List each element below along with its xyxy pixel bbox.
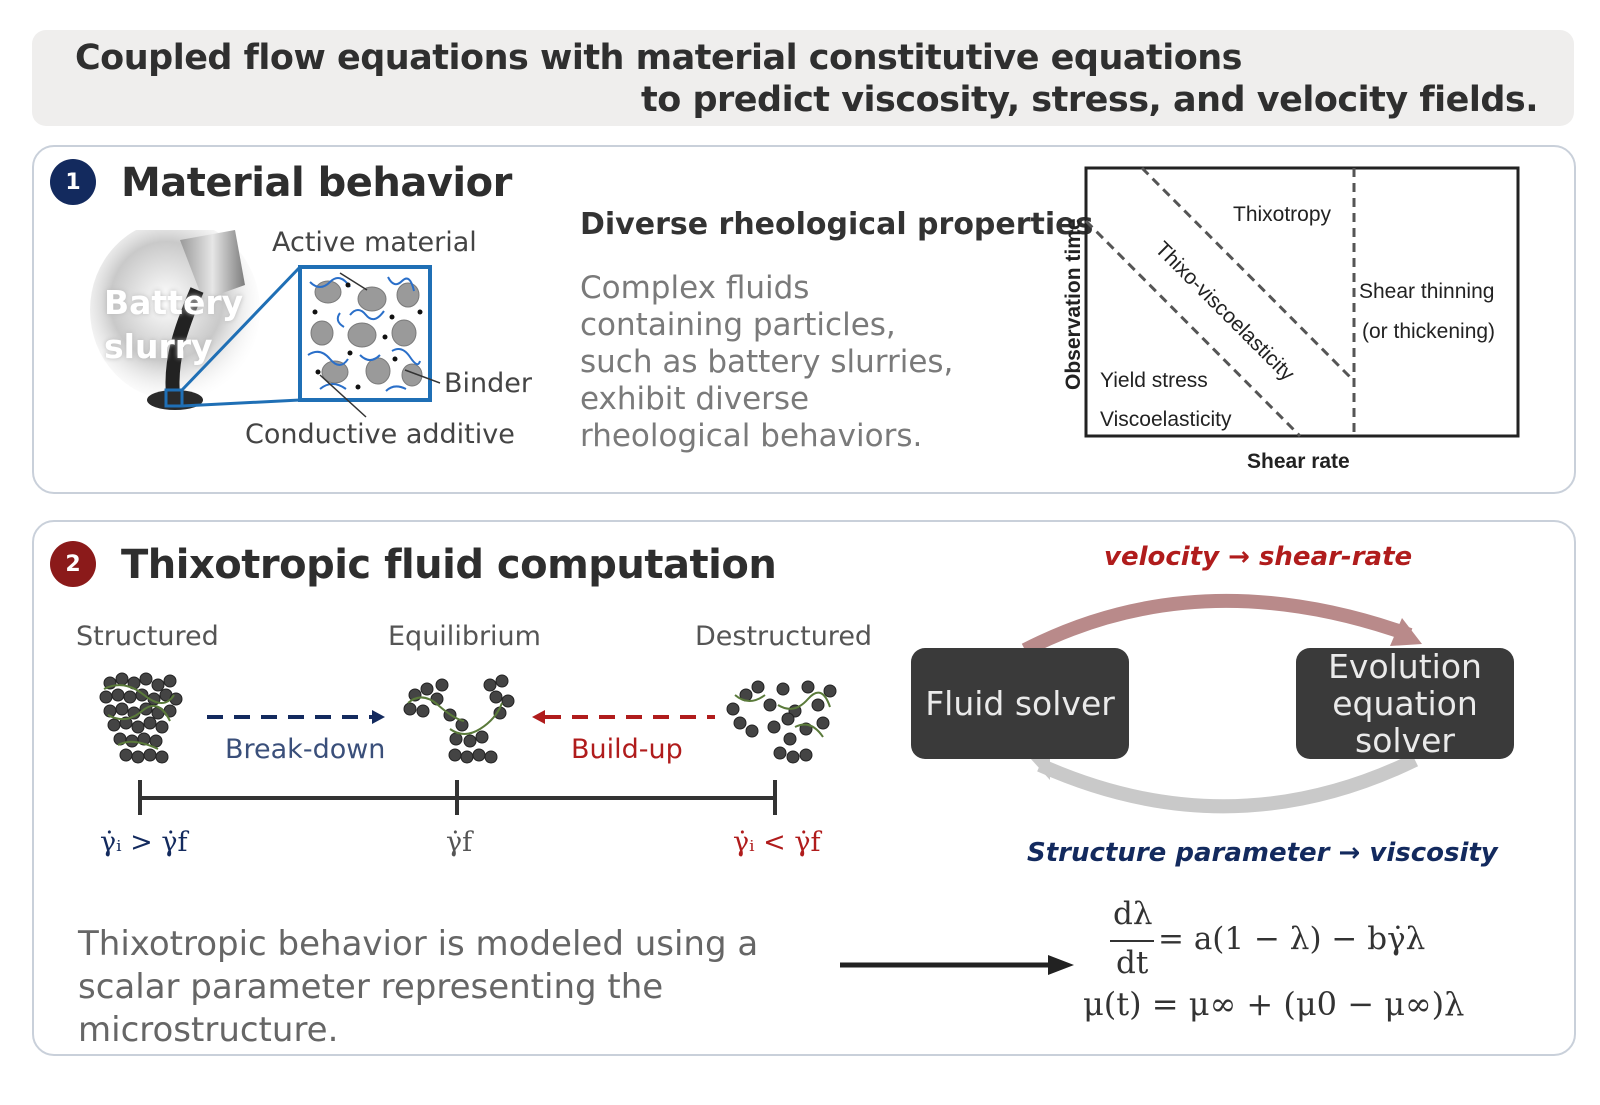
slurry-illustration [90, 230, 441, 418]
loop-bottom-arrow [1037, 753, 1419, 814]
fluid-solver-box: Fluid solver [911, 648, 1129, 759]
y-axis-label: Observation time [1062, 218, 1085, 390]
condition-right: γ̇ᵢ < γ̇f [733, 827, 821, 858]
zoom-source-box [164, 388, 184, 408]
evolution-equation-rhs: = a(1 − λ) − bγ̇λ [1158, 921, 1426, 957]
header-banner [32, 30, 1574, 126]
condition-middle: γ̇f [446, 827, 473, 858]
viscosity-equation: μ(t) = μ∞ + (μ0 − μ∞)λ [1083, 985, 1465, 1023]
rheology-regime-chart: Thixo-viscoelasticity [1084, 166, 1520, 438]
banner-line-1: Coupled flow equations with material con… [75, 38, 1243, 78]
binder-label: Binder [444, 368, 532, 399]
thixotropy-description: Thixotropic behavior is modeled using a … [78, 924, 759, 1050]
build-up-arrowhead [532, 710, 545, 724]
section-1-title: Material behavior [121, 160, 512, 206]
destructured-label: Destructured [695, 621, 873, 652]
loop-bottom-label: Structure parameter → viscosity [1027, 838, 1498, 868]
zoom-line-top [180, 265, 302, 392]
equilibrium-label: Equilibrium [388, 621, 541, 652]
section-2-title: Thixotropic fluid computation [121, 542, 777, 588]
break-down-arrowhead [372, 710, 385, 724]
condition-left: γ̇ᵢ > γ̇f [100, 827, 188, 858]
microstructure-inset [298, 265, 432, 402]
loop-top-arrow [1021, 593, 1413, 657]
diagonal-upper [1140, 166, 1356, 383]
thixotropy-label: Thixotropy [1233, 203, 1332, 226]
rheology-subheading: Diverse rheological properties [580, 207, 1094, 242]
conductive-additive-label: Conductive additive [245, 419, 515, 450]
x-axis-label: Shear rate [1247, 450, 1350, 473]
or-thickening-label: (or thickening) [1362, 320, 1496, 343]
active-material-pointer [339, 272, 368, 291]
derivative-denominator: dt [1116, 945, 1149, 981]
fraction-bar [1110, 940, 1154, 942]
banner-line-2: to predict viscosity, stress, and veloci… [641, 80, 1539, 120]
diagonal-lower [1084, 219, 1302, 438]
break-down-label: Break-down [225, 734, 386, 765]
thixo-viscoelasticity-label: Thixo-viscoelasticity [1150, 237, 1299, 386]
destructured-cluster [726, 680, 837, 764]
description-arrow [840, 955, 1074, 975]
active-material-label: Active material [272, 227, 477, 258]
section-1-badge: 1 [50, 159, 96, 205]
section-2-badge: 2 [50, 541, 96, 587]
yield-stress-label: Yield stress [1100, 369, 1208, 392]
zoom-line-bottom [181, 398, 301, 408]
rheology-description: Complex fluids containing particles, suc… [580, 270, 954, 454]
build-up-label: Build-up [571, 734, 683, 765]
shear-thinning-label: Shear thinning [1359, 280, 1495, 303]
loop-top-arrowhead [1390, 618, 1422, 646]
structured-label: Structured [76, 621, 219, 652]
additive-pointer [319, 374, 367, 418]
derivative-numerator: dλ [1113, 896, 1153, 932]
chart-frame [1084, 166, 1520, 438]
pour-stream [165, 287, 204, 396]
loop-top-label: velocity → shear-rate [1104, 542, 1413, 572]
equilibrium-cluster [403, 674, 515, 764]
viscoelasticity-label: Viscoelasticity [1100, 408, 1232, 431]
slurry-label: Battery slurry [104, 283, 244, 366]
structured-cluster [99, 672, 183, 764]
structure-states-diagram [99, 672, 837, 815]
binder-pointer [404, 369, 441, 384]
container-shape [180, 230, 245, 300]
evolution-solver-box: Evolution equation solver [1296, 648, 1514, 759]
